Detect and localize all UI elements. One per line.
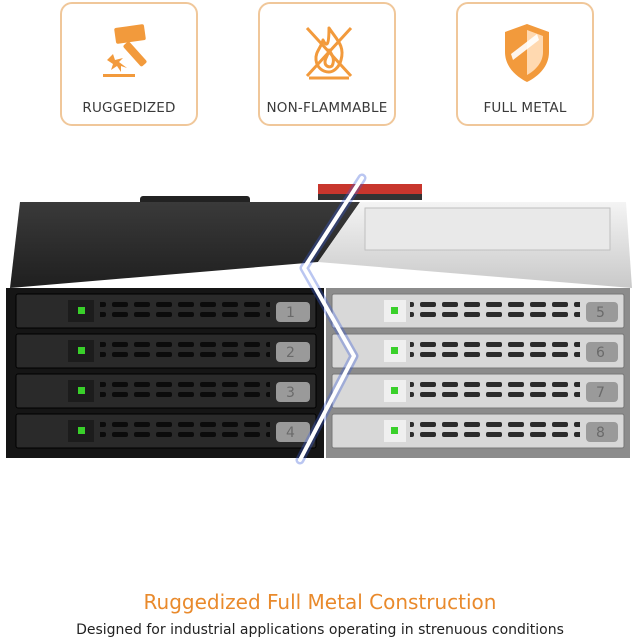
full-metal-badge: FULL METAL xyxy=(456,2,594,126)
power-cable xyxy=(318,184,422,194)
drive-enclosure-image: 1 2 3 4 xyxy=(6,173,632,465)
badge-label-full-metal: FULL METAL xyxy=(483,100,567,116)
subheadline: Designed for industrial applications ope… xyxy=(76,622,564,638)
ruggedized-badge: RUGGEDIZED xyxy=(60,2,198,126)
bay-number: 7 xyxy=(596,385,605,401)
bay-latch[interactable] xyxy=(276,422,310,442)
bay-latch[interactable] xyxy=(586,422,618,442)
bay-latch[interactable] xyxy=(276,382,310,402)
bay-number: 3 xyxy=(286,385,295,401)
led-indicator xyxy=(391,427,398,434)
led-indicator xyxy=(78,307,85,314)
bay-number: 4 xyxy=(286,425,295,441)
bay-number: 2 xyxy=(286,345,295,361)
badge-label-ruggedized: RUGGEDIZED xyxy=(82,100,176,116)
led-indicator xyxy=(78,427,85,434)
led-indicator xyxy=(78,347,85,354)
bay-number: 6 xyxy=(596,345,605,361)
split-divider xyxy=(295,173,367,465)
bay-number: 8 xyxy=(596,425,605,441)
bay-number: 5 xyxy=(596,305,605,321)
led-indicator xyxy=(391,347,398,354)
bay-number: 1 xyxy=(286,305,295,321)
right-bays: 5 6 7 8 xyxy=(331,293,625,449)
bay-latch[interactable] xyxy=(586,302,618,322)
bay-latch[interactable] xyxy=(586,382,618,402)
led-indicator xyxy=(391,307,398,314)
headline: Ruggedized Full Metal Construction xyxy=(143,590,497,614)
led-indicator xyxy=(78,387,85,394)
chassis-top-black xyxy=(10,202,360,288)
bay-latch[interactable] xyxy=(276,302,310,322)
led-indicator xyxy=(391,387,398,394)
left-bays: 1 2 3 4 xyxy=(15,293,317,449)
bay-latch[interactable] xyxy=(586,342,618,362)
badge-label-non-flammable: NON-FLAMMABLE xyxy=(266,100,388,116)
shield-icon xyxy=(505,24,549,82)
no-fire-icon xyxy=(305,26,353,80)
hammer-icon xyxy=(103,24,147,77)
non-flammable-badge: NON-FLAMMABLE xyxy=(258,2,396,126)
bay-latch[interactable] xyxy=(276,342,310,362)
